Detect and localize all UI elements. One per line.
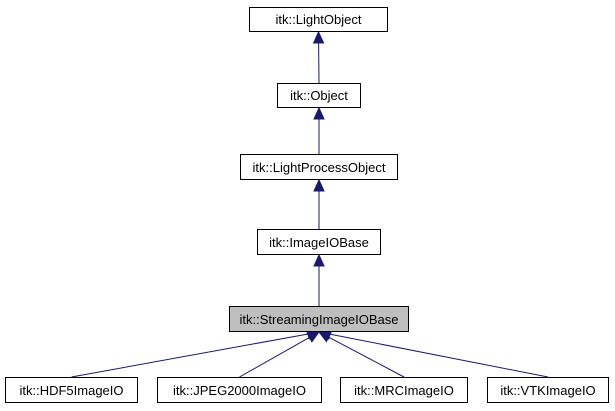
node-label: itk::LightProcessObject (252, 159, 386, 175)
node-label: itk::ImageIOBase (269, 234, 369, 250)
node-itk-imageiobase[interactable]: itk::ImageIOBase (257, 229, 381, 255)
node-itk-object[interactable]: itk::Object (277, 83, 361, 108)
node-itk-lightobject[interactable]: itk::LightObject (249, 7, 388, 32)
arrowhead-light_process_object (313, 178, 325, 192)
arrowhead-object (313, 106, 325, 120)
node-itk-hdf5imageio[interactable]: itk::HDF5ImageIO (5, 377, 138, 403)
node-label: itk::LightObject (275, 12, 362, 27)
edge-mrc_image_io-to-streaming_image_io_base (328, 336, 405, 378)
node-label: itk::HDF5ImageIO (19, 382, 124, 398)
node-itk-mrcimageio[interactable]: itk::MRCImageIO (340, 377, 468, 403)
arrowhead-light_object (312, 30, 325, 44)
arrowhead-image_io_base (313, 253, 325, 267)
node-label: itk::VTKImageIO (500, 382, 596, 398)
node-itk-jpeg2000imageio[interactable]: itk::JPEG2000ImageIO (157, 377, 322, 403)
edge-jpeg2000_image_io-to-streaming_image_io_base (239, 336, 310, 378)
node-label: itk::Object (290, 88, 348, 103)
node-label: itk::MRCImageIO (354, 382, 454, 398)
node-label: itk::JPEG2000ImageIO (173, 382, 306, 398)
node-itk-streamingimageiobase[interactable]: itk::StreamingImageIOBase (229, 306, 409, 332)
edge-vtk_image_io-to-streaming_image_io_base (329, 333, 549, 378)
edge-hdf5_image_io-to-streaming_image_io_base (71, 333, 309, 378)
arrowhead-streaming_image_io_base (306, 331, 321, 343)
node-itk-lightprocessobject[interactable]: itk::LightProcessObject (240, 154, 398, 180)
node-label: itk::StreamingImageIOBase (239, 311, 399, 327)
node-itk-vtkimageio[interactable]: itk::VTKImageIO (487, 377, 609, 403)
